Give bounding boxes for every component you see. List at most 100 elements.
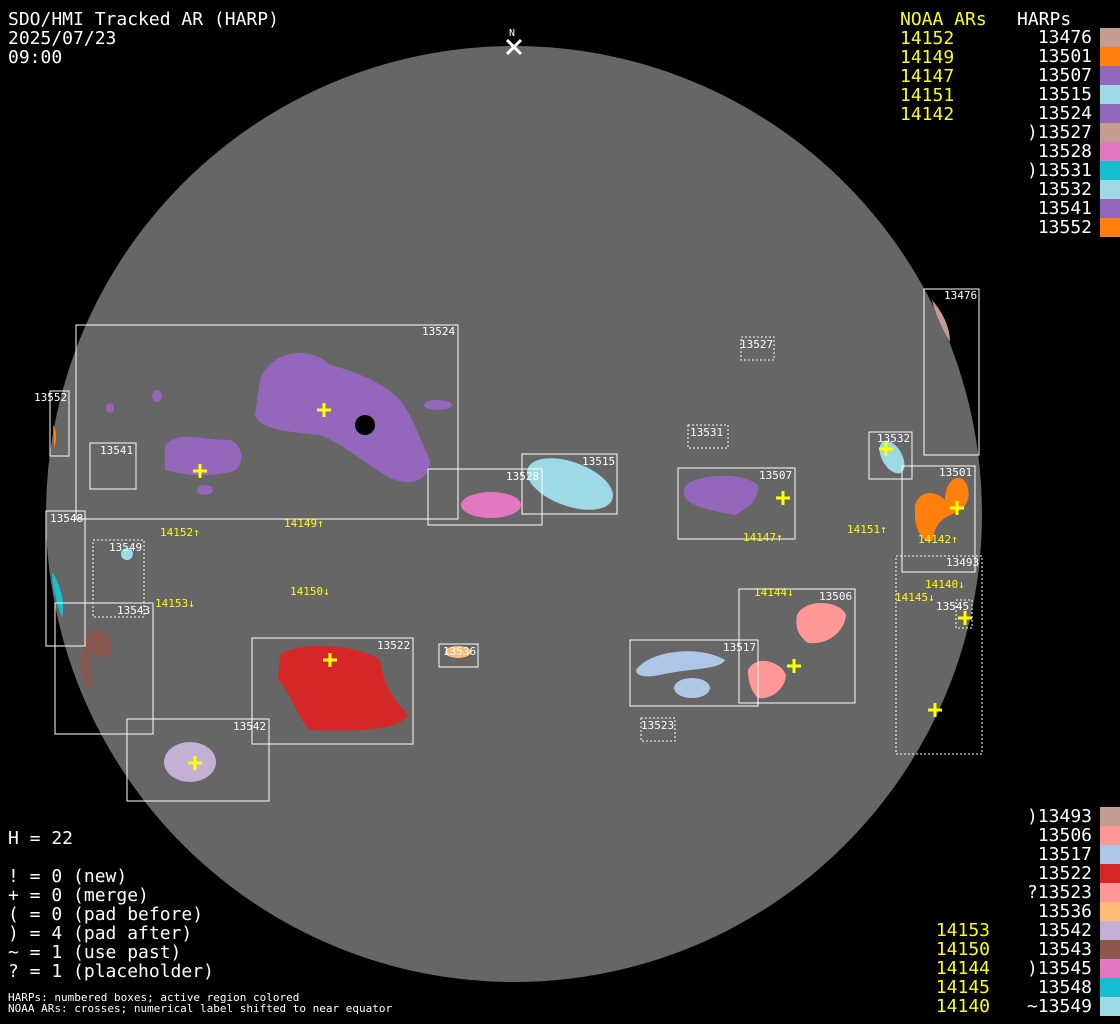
harp-box-13506[interactable] — [738, 588, 856, 704]
harp-box-13517[interactable] — [629, 639, 759, 707]
harp-color-swatch — [1100, 47, 1120, 66]
harp-number: 13548 — [1037, 977, 1092, 998]
noaa-cross-icon[interactable] — [928, 703, 942, 717]
harp-legend-row: 13476 — [890, 27, 1120, 48]
harp-number: 13532 — [1037, 179, 1092, 200]
noaa-cross-icon[interactable] — [787, 659, 801, 673]
noaa-list-item: 14142 — [900, 104, 955, 125]
noaa-heading: NOAA ARs — [900, 9, 987, 30]
noaa-cross-icon[interactable] — [950, 501, 964, 515]
harp-number: 13524 — [1037, 103, 1092, 124]
footnote-harps: HARPs: numbered boxes; active region col… — [8, 991, 300, 1004]
harp-number: 13522 — [1037, 863, 1092, 884]
noaa-label: 14142↑ — [918, 533, 958, 546]
harp-box-13524[interactable] — [75, 324, 459, 520]
harp-number: ?13523 — [1026, 882, 1092, 903]
harp-box-13536[interactable] — [438, 643, 479, 668]
noaa-label: 14152↑ — [160, 526, 200, 539]
noaa-list-item: 14147 — [900, 66, 955, 87]
noaa-cross-icon[interactable] — [193, 464, 207, 478]
harp-legend-row: 14144)13545 — [890, 958, 1120, 979]
harp-box-13527[interactable] — [740, 336, 775, 361]
harp-color-swatch — [1100, 826, 1120, 845]
harp-legend-row: 14145 13548 — [890, 977, 1120, 998]
harp-box-13501[interactable] — [901, 465, 976, 573]
harp-number: 13542 — [1037, 920, 1092, 941]
noaa-cross-icon[interactable] — [188, 756, 202, 770]
harp-box-13541[interactable] — [89, 442, 137, 490]
harp-box-13549[interactable] — [92, 539, 145, 618]
harp-box-13532[interactable] — [868, 431, 913, 480]
region-13517 — [636, 651, 725, 677]
harp-box-13493[interactable] — [895, 555, 983, 755]
noaa-cross-icon[interactable] — [776, 491, 790, 505]
harp-number: 13543 — [1037, 939, 1092, 960]
harp-color-swatch — [1100, 161, 1120, 180]
harp-box-13522[interactable] — [251, 637, 414, 745]
harps-heading: HARPs — [1017, 9, 1072, 30]
harp-box-13515[interactable] — [521, 453, 618, 515]
region-13541-part — [197, 485, 213, 495]
noaa-number: 14145 — [935, 977, 990, 998]
noaa-cross-icon[interactable] — [879, 442, 893, 456]
harp-legend-row: 13532 — [890, 179, 1120, 200]
noaa-list-item: 14151 — [900, 85, 955, 106]
harp-legend-row: 13541 — [890, 198, 1120, 219]
harp-color-swatch — [1100, 218, 1120, 237]
harp-color-swatch — [1100, 959, 1120, 978]
harp-box-labels: 13524 13552 13541 13528 13515 13527 1353… — [34, 289, 979, 733]
region-13549 — [121, 548, 133, 560]
harp-label: 13501 — [939, 466, 972, 479]
region-13506 — [796, 602, 846, 644]
region-13524-spot — [106, 403, 114, 413]
region-13528 — [461, 492, 521, 518]
harp-box-13476[interactable] — [923, 288, 980, 456]
north-marker-icon — [505, 38, 523, 56]
noaa-cross-icon[interactable] — [958, 611, 972, 625]
noaa-cross-icon[interactable] — [317, 403, 331, 417]
harp-color-swatch — [1100, 997, 1120, 1016]
status-legend-line: ( = 0 (pad before) — [8, 904, 204, 925]
harp-label: 13552 — [34, 391, 67, 404]
noaa-cross-icon[interactable] — [323, 653, 337, 667]
harp-number: 13536 — [1037, 901, 1092, 922]
noaa-label: 14150↓ — [290, 585, 330, 598]
harp-box-13543[interactable] — [54, 602, 154, 735]
region-13543 — [81, 629, 112, 690]
harp-label: 13542 — [233, 720, 266, 733]
map-title: SDO/HMI Tracked AR (HARP) — [8, 9, 279, 30]
harp-color-swatch — [1100, 28, 1120, 47]
harp-label: 13528 — [506, 470, 539, 483]
noaa-label: 14140↓ — [925, 578, 965, 591]
status-legend: ! = 0 (new)+ = 0 (merge)( = 0 (pad befor… — [8, 867, 214, 981]
harp-color-swatch — [1100, 883, 1120, 902]
harp-box-13528[interactable] — [427, 468, 543, 526]
noaa-label: 14149↑ — [284, 517, 324, 530]
harp-label: 13476 — [944, 289, 977, 302]
harp-color-swatch — [1100, 123, 1120, 142]
solar-disk — [46, 46, 982, 982]
harp-box-13531[interactable] — [687, 424, 729, 449]
harp-box-13545[interactable] — [955, 599, 973, 629]
region-13515 — [527, 458, 613, 510]
harp-color-swatch — [1100, 199, 1120, 218]
harp-label: 13506 — [819, 590, 852, 603]
harp-color-swatch — [1100, 66, 1120, 85]
harp-count: H = 22 — [8, 828, 74, 849]
harp-color-swatch — [1100, 104, 1120, 123]
harp-box-13548[interactable] — [45, 510, 86, 647]
map-time: 09:00 — [8, 47, 63, 68]
harp-box-13523[interactable] — [640, 717, 676, 742]
harp-box-13552[interactable] — [49, 390, 70, 457]
region-13476 — [932, 300, 950, 342]
harp-label: 13536 — [443, 645, 476, 658]
noaa-label: 14145↓ — [895, 591, 935, 604]
harp-color-swatch — [1100, 940, 1120, 959]
harp-number: )13531 — [1026, 160, 1092, 181]
harp-number: ~13549 — [1026, 996, 1092, 1017]
harp-box-13507[interactable] — [677, 467, 796, 540]
status-legend-line: ! = 0 (new) — [8, 866, 128, 887]
harp-box-13542[interactable] — [126, 718, 270, 802]
